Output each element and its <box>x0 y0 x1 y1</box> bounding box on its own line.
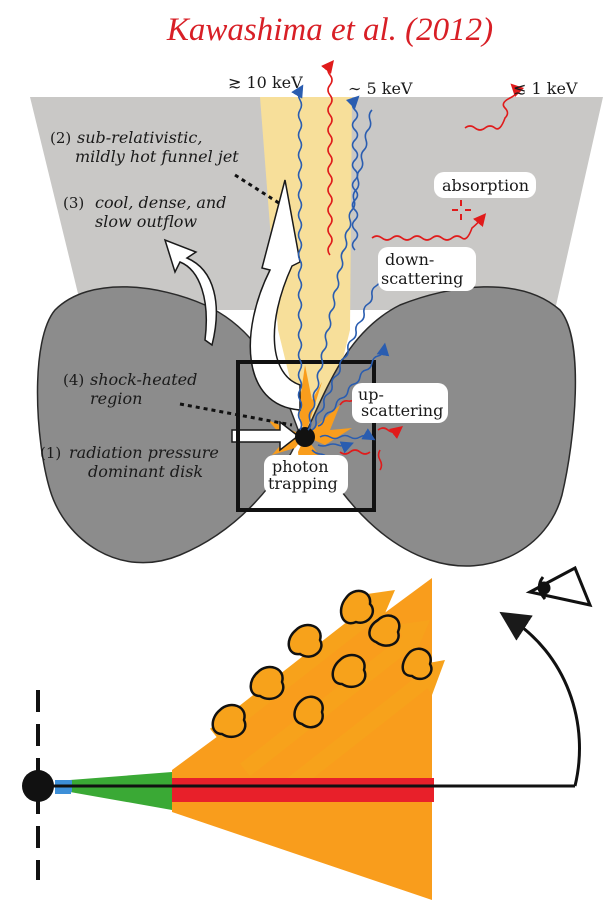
label-4-number: (4) <box>63 371 84 389</box>
figure-title: Kawashima et al. (2012) <box>166 12 493 48</box>
absorption-label: absorption <box>442 176 529 195</box>
down-scattering-label-1: down- <box>385 250 434 269</box>
black-hole-icon-lower <box>22 770 54 802</box>
label-3-line1: cool, dense, and <box>95 193 226 212</box>
label-1-line2: dominant disk <box>88 462 203 481</box>
energy-label-mid: ∼ 5 keV <box>348 79 413 98</box>
jet-core-band <box>172 778 434 802</box>
label-2-line2: mildly hot funnel jet <box>75 147 239 166</box>
inner-jet-green <box>70 772 172 810</box>
label-1-number: (1) <box>40 444 61 462</box>
label-2-line1: sub-relativistic, <box>77 128 202 147</box>
label-3-number: (3) <box>63 194 84 212</box>
label-2-number: (2) <box>50 129 71 147</box>
label-1-line1: radiation pressure <box>69 443 219 462</box>
label-3-line2: slow outflow <box>95 212 197 231</box>
inclination-arc <box>512 620 579 786</box>
energy-label-soft: ≲ 1 keV <box>513 79 578 98</box>
down-scattering-label-2: scattering <box>381 269 463 288</box>
label-4-line2: region <box>90 389 142 408</box>
photon-trapping-label-2: trapping <box>268 474 338 493</box>
energy-label-hard: ≳ 10 keV <box>228 73 303 92</box>
up-scattering-label-2: scattering <box>361 401 443 420</box>
label-4-line1: shock-heated <box>90 370 197 389</box>
eye-icon <box>530 568 590 605</box>
